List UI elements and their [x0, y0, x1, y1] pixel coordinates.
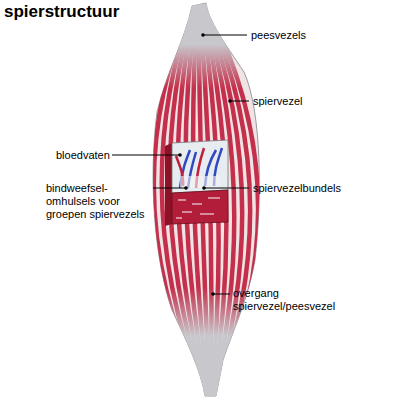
leader-dots: [178, 33, 232, 296]
part-label: bloedvaten: [56, 149, 116, 162]
leader-lines: [112, 35, 249, 294]
diagram-title: spierstructuur: [4, 2, 119, 22]
part-label: spiervezel: [253, 95, 373, 108]
part-label: peesvezels: [251, 29, 371, 42]
part-label: spiervezelbundels: [253, 182, 383, 195]
cutaway-block: [165, 140, 228, 226]
muscle-fibers: [154, 4, 258, 398]
part-label: overgang spiervezel/peesvezel: [233, 287, 345, 313]
part-label: bindweefsel- omhulsels voor groepen spie…: [46, 182, 152, 221]
